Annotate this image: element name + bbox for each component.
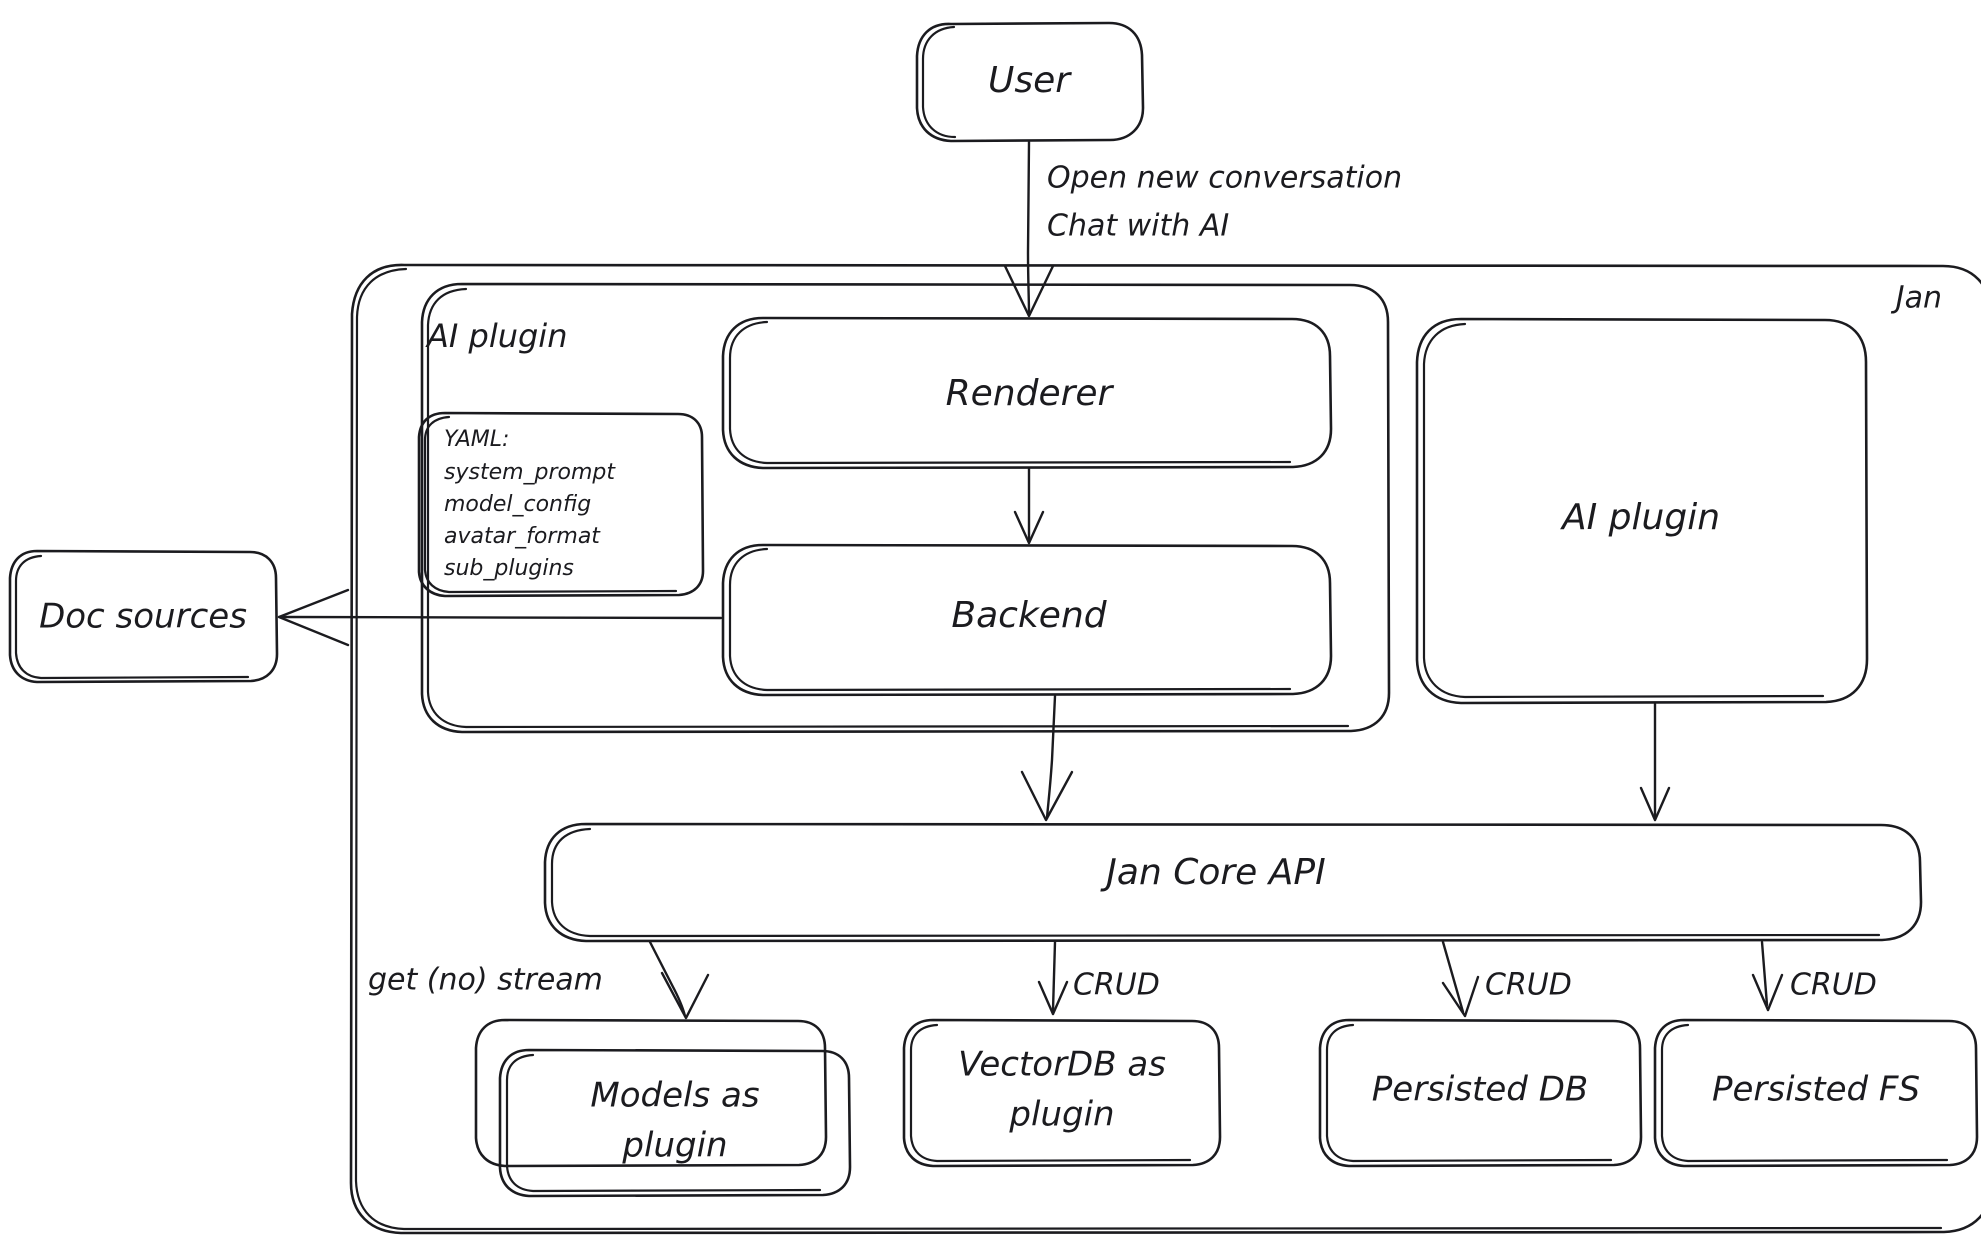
edge-backend-to-core-arrowhead <box>1020 770 1074 822</box>
ai-plugin-group-outline <box>420 282 1391 734</box>
yaml-item-avatar-format: avatar_format <box>444 524 601 549</box>
edge-core-to-models <box>648 940 710 1020</box>
jan-core-api-node-label: Jan Core API <box>1100 852 1325 893</box>
jan-container-outline <box>349 263 1981 1235</box>
models-plugin-outer-outline <box>474 1018 828 1168</box>
vectordb-plugin-node[interactable] <box>902 1018 1222 1168</box>
user-node-outline-2 <box>921 25 957 139</box>
backend-node-label: Backend <box>951 595 1107 636</box>
persisted-fs-outline-2 <box>1660 1023 1949 1163</box>
edge-core-to-vectordb <box>1037 940 1069 1016</box>
jan-core-api-node-outline-2 <box>550 827 1881 938</box>
edge-backend-to-doc-sources-line <box>280 615 723 620</box>
edge-renderer-to-backend <box>1013 467 1045 545</box>
edge-renderer-to-backend-arrowhead <box>1013 510 1045 545</box>
doc-sources-node-outline-2 <box>14 554 250 680</box>
models-plugin-inner-outline <box>498 1048 852 1198</box>
renderer-node-outline <box>721 316 1333 470</box>
jan-container-group <box>349 263 1981 1235</box>
edge-core-to-persisted-db-label: CRUD <box>1485 968 1572 1003</box>
jan-container-label: Jan <box>1891 281 1942 316</box>
edge-core-to-persisted-fs <box>1751 940 1784 1012</box>
yaml-card-outline <box>417 411 705 598</box>
yaml-card-title: YAML: <box>444 427 509 452</box>
edge-core-to-models-label: get (no) stream <box>368 963 603 998</box>
edge-ai-plugin-to-core-arrowhead <box>1639 786 1671 822</box>
doc-sources-node-label: Doc sources <box>39 597 247 637</box>
persisted-db-node[interactable] <box>1318 1018 1643 1168</box>
persisted-db-label: Persisted DB <box>1372 1070 1588 1110</box>
ai-plugin-node-outline-2 <box>1422 322 1825 699</box>
models-plugin-inner-outline-2 <box>505 1053 822 1193</box>
ai-plugin-group-container <box>420 282 1391 734</box>
backend-node-outline-2 <box>728 547 1292 692</box>
edge-backend-to-doc-sources <box>277 588 723 647</box>
models-plugin-label-line2: plugin <box>621 1126 727 1166</box>
edge-core-to-vectordb-line <box>1051 940 1057 1012</box>
ai-plugin-group-outline-2 <box>426 287 1350 729</box>
persisted-fs-node[interactable] <box>1653 1018 1979 1168</box>
user-node-label: User <box>988 60 1072 101</box>
edge-backend-to-doc-sources-arrowhead <box>277 588 350 647</box>
persisted-fs-outline <box>1653 1018 1979 1168</box>
ai-plugin-node-outline <box>1415 317 1869 705</box>
jan-core-api-node-outline <box>543 822 1923 943</box>
user-node[interactable] <box>915 21 1145 143</box>
edge-user-to-renderer-arrowhead <box>1003 264 1055 318</box>
ai-plugin-group-label: AI plugin <box>425 317 567 355</box>
edge-core-to-persisted-fs-label: CRUD <box>1790 968 1877 1003</box>
edge-user-to-renderer <box>1003 140 1055 318</box>
user-node-outline <box>915 21 1145 143</box>
doc-sources-node[interactable] <box>8 549 279 684</box>
edge-core-to-persisted-db <box>1441 940 1480 1018</box>
jan-container-outline-2 <box>354 267 1943 1231</box>
ai-plugin-node-label: AI plugin <box>1560 497 1720 538</box>
persisted-fs-label: Persisted FS <box>1712 1070 1920 1110</box>
vectordb-plugin-label-line2: plugin <box>1008 1095 1114 1135</box>
edge-backend-to-core-line <box>1045 694 1057 820</box>
backend-node[interactable] <box>721 543 1333 697</box>
models-plugin-label-line1: Models as <box>590 1076 759 1116</box>
renderer-node-label: Renderer <box>946 373 1115 414</box>
edge-core-to-vectordb-arrowhead <box>1037 980 1069 1016</box>
edge-core-to-persisted-fs-arrowhead <box>1751 973 1784 1012</box>
edge-core-to-persisted-fs-line <box>1760 940 1769 1007</box>
yaml-item-sub-plugins: sub_plugins <box>444 556 574 581</box>
persisted-db-outline <box>1318 1018 1643 1168</box>
renderer-node-outline-2 <box>728 320 1292 465</box>
edge-core-to-persisted-db-arrowhead <box>1441 975 1480 1018</box>
vectordb-plugin-outline-2 <box>909 1023 1192 1163</box>
edge-core-to-vectordb-label: CRUD <box>1073 968 1160 1003</box>
yaml-card <box>417 411 705 598</box>
persisted-db-outline-2 <box>1325 1023 1613 1163</box>
edge-user-to-renderer-label-line1: Open new conversation <box>1047 161 1402 196</box>
backend-node-outline <box>721 543 1333 697</box>
vectordb-plugin-label-line1: VectorDB as <box>958 1045 1166 1085</box>
renderer-node[interactable] <box>721 316 1333 470</box>
edge-core-to-persisted-db-line <box>1441 940 1465 1014</box>
edge-core-to-models-arrowhead <box>660 971 710 1020</box>
doc-sources-node-outline <box>8 549 279 684</box>
edge-backend-to-core <box>1020 694 1074 822</box>
yaml-item-model-config: model_config <box>444 492 591 517</box>
yaml-card-outline-2 <box>423 415 678 594</box>
vectordb-plugin-outline <box>902 1018 1222 1168</box>
edge-user-to-renderer-line <box>1026 140 1031 316</box>
edge-ai-plugin-to-core <box>1639 702 1671 822</box>
ai-plugin-node[interactable] <box>1415 317 1869 705</box>
jan-core-api-node[interactable] <box>543 822 1923 943</box>
yaml-item-system-prompt: system_prompt <box>444 460 616 485</box>
models-plugin-node[interactable] <box>474 1018 852 1198</box>
edge-user-to-renderer-label-line2: Chat with AI <box>1047 209 1229 244</box>
